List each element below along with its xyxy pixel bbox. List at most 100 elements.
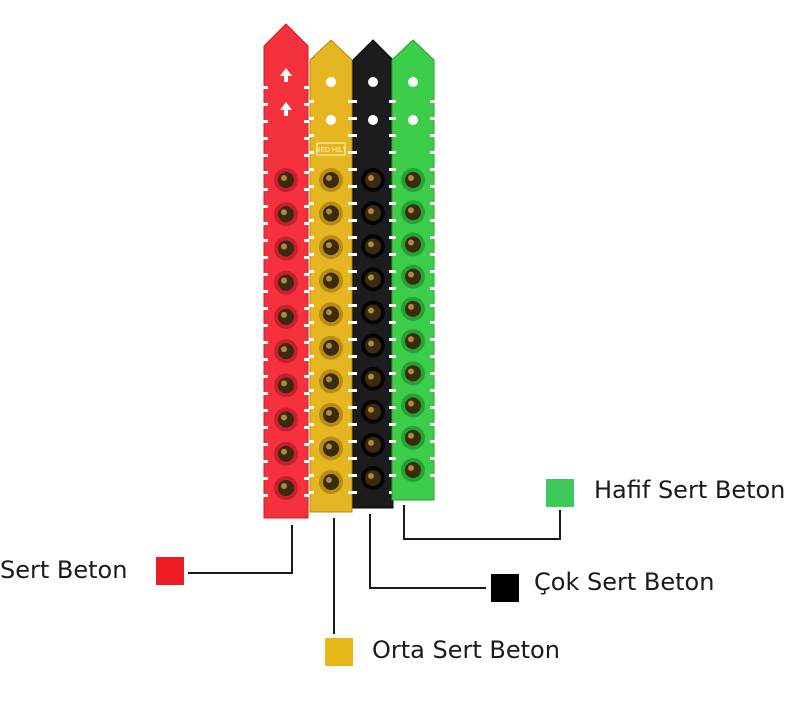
strip-notch <box>348 236 353 239</box>
strip-notch <box>304 426 309 429</box>
strip-notch <box>348 202 353 205</box>
strip-notch <box>391 287 396 290</box>
strip-notch <box>304 460 309 463</box>
cartridge-round-shine <box>368 473 374 479</box>
strip-notch <box>309 457 314 460</box>
strip-notch <box>263 375 268 378</box>
cartridge-round-shine <box>281 346 287 353</box>
strip-notch <box>309 287 314 290</box>
legend-swatch-red <box>156 557 184 585</box>
strip-notch <box>352 457 357 460</box>
leader-line-red <box>188 525 293 574</box>
strip-notch <box>348 287 353 290</box>
strip-notch <box>309 304 314 307</box>
strip-notch <box>304 477 309 480</box>
cartridge-round-shine <box>368 439 374 446</box>
cartridge-round-shine <box>368 175 374 181</box>
cartridge-round-shine <box>326 443 332 450</box>
cartridge-round-shine <box>368 307 374 314</box>
strip-notch <box>309 491 314 494</box>
leader-line-green <box>403 505 561 540</box>
cartridge-round-shine <box>408 465 414 471</box>
strip-hole <box>368 77 378 87</box>
strip-notch <box>309 440 314 443</box>
cartridge-round-shine <box>326 208 332 215</box>
strip-notch <box>352 355 357 358</box>
strip-notch <box>352 474 357 477</box>
strip-notch <box>304 307 309 310</box>
arrow-up-icon <box>280 102 292 116</box>
strip-notch <box>391 270 396 273</box>
strip-notch <box>263 205 268 208</box>
strip-notch <box>263 460 268 463</box>
strip-notch <box>263 392 268 395</box>
cartridge-round-shine <box>326 275 332 282</box>
strip-notch <box>309 253 314 256</box>
strip-notch <box>391 338 396 341</box>
strip-notch <box>348 151 353 154</box>
strip-hole <box>408 77 418 87</box>
strip-notch <box>352 253 357 256</box>
strip-notch <box>391 117 396 120</box>
strip-notch <box>430 406 435 409</box>
strip-notch <box>309 406 314 409</box>
strip-notch <box>263 426 268 429</box>
strip-notch <box>304 341 309 344</box>
strip-notch <box>430 134 435 137</box>
cartridge-round-shine <box>408 207 414 214</box>
arrow-up-icon <box>280 68 292 82</box>
strip-notch <box>304 120 309 123</box>
strip-notch <box>304 222 309 225</box>
strip-notch <box>352 219 357 222</box>
strip-notch <box>348 372 353 375</box>
legend-swatch-green <box>546 479 574 507</box>
strip-notch <box>430 253 435 256</box>
strip-notch <box>352 304 357 307</box>
strip-notch <box>430 151 435 154</box>
strip-notch <box>430 168 435 171</box>
strip-notch <box>304 494 309 497</box>
strip-notch <box>352 389 357 392</box>
cartridge-round-shine <box>368 208 374 215</box>
strip-notch <box>263 171 268 174</box>
strip-notch <box>304 358 309 361</box>
strip-notch <box>352 151 357 154</box>
strip-notch <box>263 222 268 225</box>
strip-notch <box>348 474 353 477</box>
strip-notch <box>430 100 435 103</box>
strip-notch <box>391 202 396 205</box>
strip-notch <box>263 443 268 446</box>
strip-notch <box>430 355 435 358</box>
cartridge-round-shine <box>281 277 287 284</box>
cartridge-round-shine <box>326 309 332 316</box>
cartridge-round-shine <box>281 175 287 181</box>
strip-notch <box>309 185 314 188</box>
strip-notch <box>263 273 268 276</box>
strip-notch <box>348 491 353 494</box>
legend-label-orta-sert-beton: Orta Sert Beton <box>372 636 560 664</box>
strip-notch <box>309 355 314 358</box>
strip-notch <box>263 239 268 242</box>
strip-notch <box>430 117 435 120</box>
strip-notch <box>391 457 396 460</box>
legend-swatch-black <box>491 574 519 602</box>
strip-notch <box>309 219 314 222</box>
cartridge-round-shine <box>281 414 287 421</box>
strip-notch <box>263 154 268 157</box>
strip-notch <box>309 151 314 154</box>
strip-notch <box>304 290 309 293</box>
cartridge-round-shine <box>408 400 414 407</box>
strip-notch <box>391 474 396 477</box>
strip-notch <box>304 443 309 446</box>
strip-notch <box>391 355 396 358</box>
strip-stamp-text: RED HILT <box>315 147 347 154</box>
strip-notch <box>309 423 314 426</box>
strip-notch <box>348 270 353 273</box>
strip-hole <box>326 115 336 125</box>
strip-notch <box>352 185 357 188</box>
strip-notch <box>348 117 353 120</box>
strip-notch <box>391 185 396 188</box>
strip-notch <box>304 256 309 259</box>
strip-notch <box>348 406 353 409</box>
cartridge-round-shine <box>326 242 332 249</box>
